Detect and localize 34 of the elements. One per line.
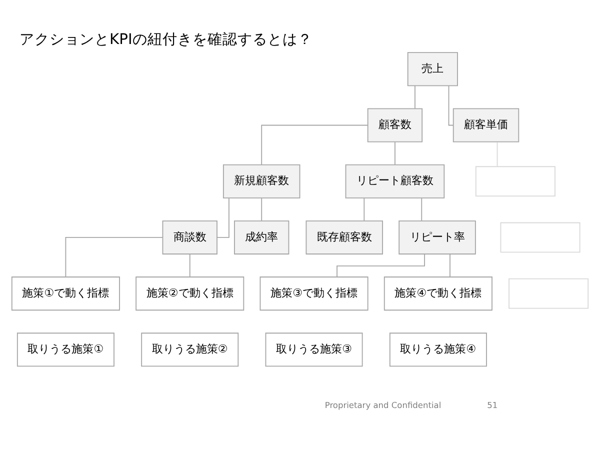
connector — [394, 141, 396, 164]
node-box: 施策④で動く指標 — [384, 276, 492, 310]
connector — [414, 85, 416, 108]
node-box — [508, 278, 589, 308]
node-box: 施策①で動く指標 — [11, 276, 120, 310]
connector — [65, 236, 164, 277]
connector — [261, 197, 262, 221]
node-box: 取りうる施策④ — [389, 332, 487, 366]
node-box: 取りうる施策③ — [265, 332, 363, 366]
node-box: 取りうる施策② — [141, 332, 239, 366]
node-box — [500, 222, 580, 252]
connector — [261, 124, 368, 164]
node-box: 顧客数 — [367, 108, 423, 142]
node-box: 顧客単価 — [452, 108, 520, 142]
node-box: 成約率 — [234, 220, 290, 254]
node-box — [475, 166, 556, 196]
label: Proprietary and Confidential — [324, 399, 442, 410]
diagram-title: アクションとKPIの紐付きを確認するとは？ — [20, 30, 312, 48]
node-box: 商談数 — [162, 220, 218, 254]
node-box: 施策②で動く指標 — [136, 276, 244, 310]
node-box: 取りうる施策① — [16, 332, 114, 366]
node-box: 既存顧客数 — [306, 220, 383, 254]
node-box: 施策③で動く指標 — [260, 276, 368, 310]
node-box: 売上 — [407, 52, 458, 86]
connector — [448, 85, 454, 126]
connector — [421, 197, 422, 221]
connector — [336, 253, 425, 277]
connector — [364, 197, 365, 221]
label: 51 — [487, 399, 498, 410]
node-box: リピート顧客数 — [345, 164, 445, 198]
connector — [496, 141, 498, 166]
connector — [189, 253, 190, 277]
node-box: 新規顧客数 — [222, 164, 300, 198]
node-box: リピート率 — [398, 220, 476, 254]
